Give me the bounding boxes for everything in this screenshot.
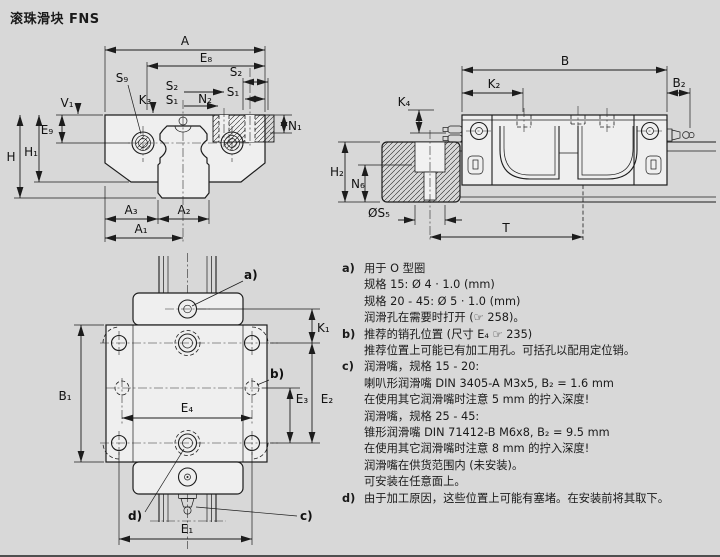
note-label: a) (342, 262, 355, 275)
note-line: 在使用其它润滑嘴时注意 8 mm 的拧入深度! (364, 442, 590, 456)
note-line: 由于加工原因，这些位置上可能有塞堵。在安装前将其取下。 (364, 491, 670, 505)
note-line: 锥形润滑嘴 DIN 71412-B M6x8, B₂ = 9.5 mm (364, 426, 610, 440)
note-line: 润滑嘴在供货范围内 (未安装)。 (364, 458, 524, 472)
note-c: c) 润滑嘴，规格 15 - 20: 喇叭形润滑嘴 DIN 3405-A M3x… (342, 359, 718, 490)
side-view-drawing: B K₂ B₂ K₄ H₂ N₆ (330, 54, 716, 241)
top-block-body (105, 292, 268, 495)
dim-label-S9: S₉ (116, 71, 129, 85)
dim-label-H: H (6, 150, 15, 164)
dim-label-A: A (181, 34, 190, 48)
note-d: d) 由于加工原因，这些位置上可能有塞堵。在安装前将其取下。 (342, 491, 718, 507)
dim-label-B2: B₂ (672, 76, 685, 90)
note-line: 用于 O 型圈 (364, 262, 426, 275)
front-section-view-drawing: A E₈ S₂ S₁ N₂ S₂ S₁ K₃ S₉ V₁ (6, 34, 302, 244)
notes-block: a) 用于 O 型圈 规格 15: Ø 4 · 1.0 (mm) 规格 20 -… (342, 261, 718, 507)
note-label: c) (342, 360, 354, 374)
dim-label-T: T (501, 221, 510, 235)
grease-nipple-side (442, 125, 695, 143)
side-rail-section (381, 130, 461, 240)
callout-label-b: b) (270, 367, 284, 381)
note-a: a) 用于 O 型圈 规格 15: Ø 4 · 1.0 (mm) 规格 20 -… (342, 261, 718, 327)
dim-label-E8: E₈ (200, 51, 213, 65)
grease-nipple-top (178, 493, 197, 515)
dim-label-H1: H₁ (24, 145, 38, 159)
note-line: 可安装在任意面上。 (364, 475, 466, 489)
dim-label-H2: H₂ (330, 165, 344, 179)
dim-label-S2a: S₂ (166, 79, 179, 93)
dim-label-E2: E₂ (321, 392, 334, 406)
note-line: 在使用其它润滑嘴时注意 5 mm 的拧入深度! (364, 393, 590, 407)
note-line: 喇叭形润滑嘴 DIN 3405-A M3x5, B₂ = 1.6 mm (364, 376, 614, 390)
side-block-body (461, 106, 668, 186)
top-dimensions: K₁ E₂ E₃ E₄ B₁ E₁ (58, 308, 334, 545)
top-mounting-holes (100, 308, 278, 460)
dim-label-K3: K₃ (139, 93, 152, 107)
dim-label-V1: V₁ (60, 96, 73, 110)
page-title: 滚珠滑块 FNS (10, 12, 100, 27)
dim-label-B: B (561, 54, 569, 68)
top-callouts: a) b) c) d) (128, 268, 313, 523)
dim-label-K1: K₁ (317, 321, 330, 335)
dim-label-E4: E₄ (181, 401, 194, 415)
note-b: b) 推荐的销孔位置 (尺寸 E₄ ☞ 235) 推荐位置上可能已有加工用孔。可… (342, 327, 718, 360)
dim-label-B1: B₁ (58, 389, 71, 403)
side-dimensions: B K₂ B₂ K₄ H₂ N₆ (330, 54, 691, 241)
dim-label-S2b: S₂ (230, 65, 243, 79)
dim-label-N2: N₂ (198, 92, 212, 106)
note-label: b) (342, 327, 356, 341)
dim-label-N1: N₁ (288, 119, 302, 133)
dim-label-S1b: S₁ (227, 85, 240, 99)
top-view-drawing: a) b) c) d) K₁ E₂ E₃ E₄ (58, 253, 334, 549)
dim-label-N6: N₆ (351, 177, 365, 191)
dim-label-E1: E₁ (181, 522, 194, 536)
note-label: d) (342, 491, 356, 505)
dim-label-K2: K₂ (488, 77, 501, 91)
dim-label-E9: E₉ (41, 123, 54, 137)
dim-label-E3: E₃ (296, 392, 309, 406)
dim-label-A1: A₁ (134, 222, 147, 236)
note-line: 润滑嘴，规格 25 - 45: (364, 409, 480, 423)
front-dimensions: A E₈ S₂ S₁ N₂ S₂ S₁ K₃ S₉ V₁ (6, 34, 302, 242)
front-rail-profile (157, 116, 210, 199)
note-line: 推荐位置上可能已有加工用孔。可括孔以配用定位销。 (364, 344, 636, 358)
dim-label-K4: K₄ (398, 95, 411, 109)
callout-label-a: a) (244, 268, 258, 282)
dim-label-A3: A₃ (124, 203, 137, 217)
note-line: 润滑孔在需要时打开 (☞ 258)。 (364, 311, 525, 325)
callout-label-d: d) (128, 509, 142, 523)
dim-label-S1a: S₁ (166, 93, 179, 107)
note-line: 推荐的销孔位置 (尺寸 E₄ ☞ 235) (364, 327, 533, 341)
note-line: 润滑嘴，规格 15 - 20: (364, 360, 480, 374)
note-line: 规格 20 - 45: Ø 5 · 1.0 (mm) (364, 294, 521, 308)
dim-label-A2: A₂ (177, 203, 190, 217)
callout-label-c: c) (300, 509, 313, 523)
note-line: 规格 15: Ø 4 · 1.0 (mm) (364, 278, 495, 292)
dim-label-S5: ØS₅ (368, 206, 390, 220)
page-bottom-rule (0, 555, 720, 557)
